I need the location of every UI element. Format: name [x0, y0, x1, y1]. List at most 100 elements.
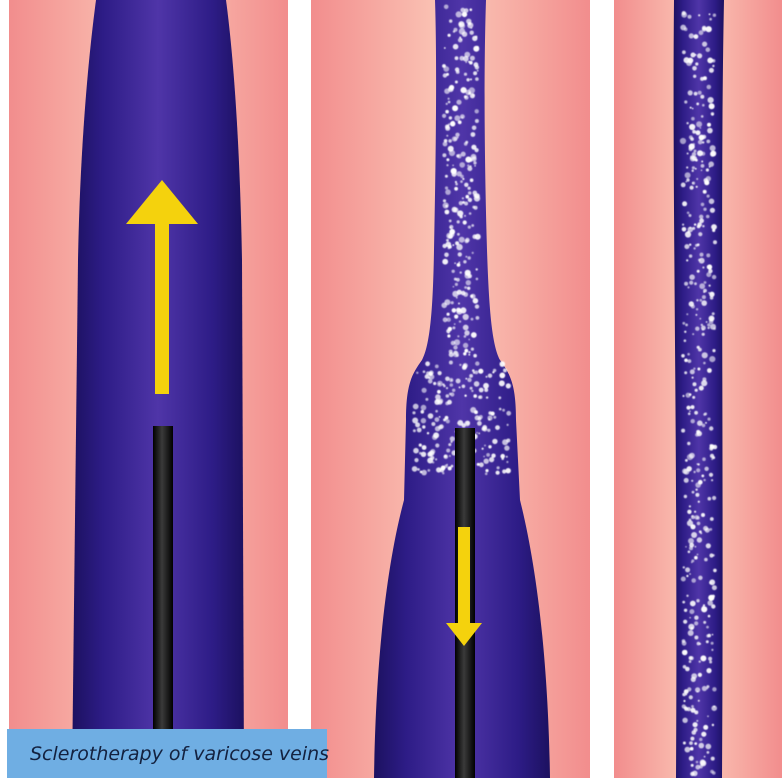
foam-bubble [690, 137, 694, 141]
foam-bubble [447, 313, 450, 316]
foam-bubble [686, 166, 688, 168]
foam-bubble [689, 741, 693, 745]
foam-bubble [687, 442, 690, 445]
foam-bubble [468, 354, 470, 356]
foam-bubble [682, 227, 687, 232]
foam-bubble [457, 210, 463, 216]
foam-bubble [687, 212, 690, 215]
foam-bubble [457, 154, 462, 159]
foam-bubble [694, 282, 697, 285]
foam-bubble [708, 97, 714, 103]
foam-bubble [686, 406, 690, 410]
foam-bubble [709, 528, 712, 531]
foam-bubble [683, 620, 687, 624]
foam-bubble [708, 657, 712, 661]
foam-bubble [692, 491, 695, 494]
foam-bubble [706, 168, 709, 171]
foam-bubble [699, 738, 702, 741]
foam-bubble [456, 244, 462, 250]
foam-bubble [702, 352, 708, 358]
foam-bubble [485, 473, 488, 476]
foam-bubble [502, 439, 508, 445]
foam-bubble [689, 124, 695, 130]
foam-bubble [682, 639, 686, 643]
foam-bubble [417, 428, 422, 433]
foam-bubble [685, 172, 691, 178]
foam-bubble [684, 331, 686, 333]
foam-bubble [698, 480, 703, 485]
foam-bubble [703, 190, 707, 194]
foam-bubble [706, 140, 710, 144]
foam-bubble [688, 630, 694, 636]
foam-bubble [500, 361, 506, 367]
foam-bubble [466, 195, 470, 199]
foam-bubble [688, 624, 694, 630]
foam-bubble [449, 19, 452, 22]
foam-bubble [709, 446, 713, 450]
foam-bubble [690, 656, 694, 660]
foam-bubble [682, 601, 685, 604]
foam-bubble [448, 466, 452, 470]
foam-bubble [682, 468, 688, 474]
foam-bubble [709, 473, 713, 477]
foam-bubble [695, 327, 699, 331]
foam-bubble [689, 410, 691, 412]
foam-bubble [708, 161, 714, 167]
foam-bubble [711, 112, 715, 116]
foam-bubble [475, 304, 479, 308]
foam-bubble [444, 88, 450, 94]
foam-bubble [446, 242, 452, 248]
foam-bubble [702, 295, 706, 299]
foam-bubble [464, 330, 469, 335]
foam-bubble [704, 178, 709, 183]
foam-bubble [711, 705, 717, 711]
foam-bubble [456, 11, 462, 17]
foam-bubble [428, 413, 434, 419]
foam-bubble [694, 511, 696, 513]
foam-bubble [435, 443, 439, 447]
foam-bubble [463, 260, 466, 263]
foam-bubble [458, 252, 462, 256]
foam-bubble [689, 609, 694, 614]
foam-bubble [682, 50, 686, 54]
foam-bubble [689, 546, 693, 550]
foam-bubble [468, 191, 472, 195]
foam-bubble [473, 394, 477, 398]
foam-bubble [463, 220, 467, 224]
foam-bubble [466, 280, 471, 285]
foam-bubble [433, 382, 436, 385]
foam-bubble [506, 383, 511, 388]
foam-bubble [447, 211, 449, 213]
foam-bubble [463, 292, 468, 297]
foam-bubble [708, 497, 712, 501]
foam-bubble [493, 416, 496, 419]
foam-bubble [698, 232, 702, 236]
foam-bubble [684, 650, 687, 653]
foam-bubble [455, 183, 458, 186]
foam-bubble [444, 253, 449, 258]
caption-box: Sclerotherapy of varicose veins [7, 729, 327, 778]
foam-bubble [444, 454, 449, 459]
foam-bubble [464, 349, 468, 353]
foam-bubble [442, 472, 444, 474]
foam-bubble [701, 115, 704, 118]
foam-bubble [444, 5, 449, 10]
foam-bubble [472, 94, 475, 97]
foam-bubble [422, 388, 427, 393]
foam-bubble [449, 85, 454, 90]
foam-bubble [709, 356, 715, 362]
foam-bubble [470, 78, 472, 80]
foam-bubble [703, 208, 706, 211]
foam-bubble [462, 178, 464, 180]
foam-bubble [468, 187, 471, 190]
foam-bubble [712, 349, 715, 352]
foam-bubble [451, 301, 454, 304]
foam-bubble [435, 417, 440, 422]
foam-bubble [712, 275, 716, 279]
foam-bubble [462, 385, 466, 389]
foam-bubble [707, 85, 712, 90]
foam-bubble [421, 418, 426, 423]
foam-bubble [710, 454, 714, 458]
foam-bubble [473, 354, 477, 358]
foam-bubble [452, 244, 454, 246]
